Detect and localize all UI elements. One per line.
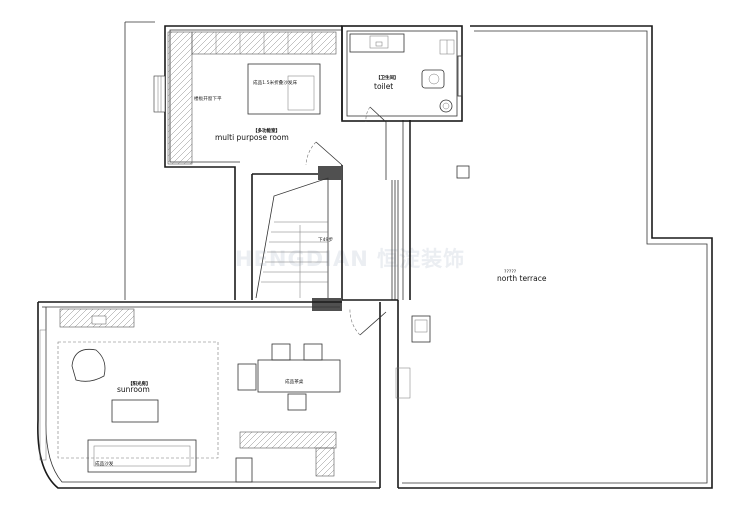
door-multipurpose: [315, 141, 343, 166]
terrace-window: [395, 367, 411, 399]
sunroom-tag: 【阳光房】: [128, 380, 151, 387]
terrace-name: north terrace: [497, 274, 547, 283]
coffee-table: [111, 399, 159, 423]
sunroom-sofa: [87, 439, 197, 473]
toilet-room: 【卫生间】 toilet: [341, 25, 463, 123]
tea-chair-1: [271, 343, 291, 361]
north-terrace: ????? north terrace: [395, 165, 547, 399]
sunroom-name: sunroom: [117, 385, 150, 394]
vanity-counter: [349, 33, 405, 53]
column-lower: [312, 298, 342, 311]
multipurpose-name: multi purpose room: [215, 133, 289, 142]
tea-chair-2: [303, 343, 323, 361]
watermark: HENGDIAN 恒淀装饰: [235, 247, 465, 271]
washing-machine: [439, 99, 453, 113]
shelf-side: [315, 447, 335, 477]
terrace-drain: [456, 165, 470, 179]
rug: [57, 341, 219, 459]
column-upper: [318, 166, 342, 180]
terrace-code: ?????: [504, 269, 517, 275]
toilet-bowl: [421, 69, 445, 89]
terrace-unit: [411, 315, 431, 343]
toilet-tag: 【卫生间】: [376, 74, 399, 81]
sofa-bed: [247, 63, 321, 115]
stair-label: 下49步: [318, 237, 333, 243]
sofa-seat: [287, 75, 315, 111]
multipurpose-left-note: 楼板开窗下平: [194, 95, 222, 102]
tea-table: [257, 359, 341, 393]
multipurpose-room: 楼板开窗下平 成品1.5米折叠沙发床 【多功能室】 multi purpose …: [153, 25, 343, 174]
toilet-name: toilet: [374, 82, 393, 91]
tea-table-note: 成品茶桌: [285, 378, 304, 385]
stair-hall: 下49步: [234, 122, 411, 311]
armchair: [71, 348, 106, 382]
window-west: [153, 75, 166, 113]
sunroom: 【阳光房】 sunroom 成品沙发 成品茶桌: [37, 299, 398, 489]
tea-stool-left: [237, 363, 257, 391]
sink: [369, 35, 389, 49]
sofa-bed-note: 成品1.5米折叠沙发床: [253, 79, 297, 86]
sunroom-sofa-note: 成品沙发: [95, 460, 114, 467]
wardrobe-left: [167, 31, 193, 165]
door-sunroom: [359, 311, 387, 336]
door-toilet: [369, 106, 387, 123]
multipurpose-tag: 【多功能室】: [253, 127, 280, 134]
tea-chair-3: [287, 393, 307, 411]
shelf-row: [239, 431, 337, 449]
